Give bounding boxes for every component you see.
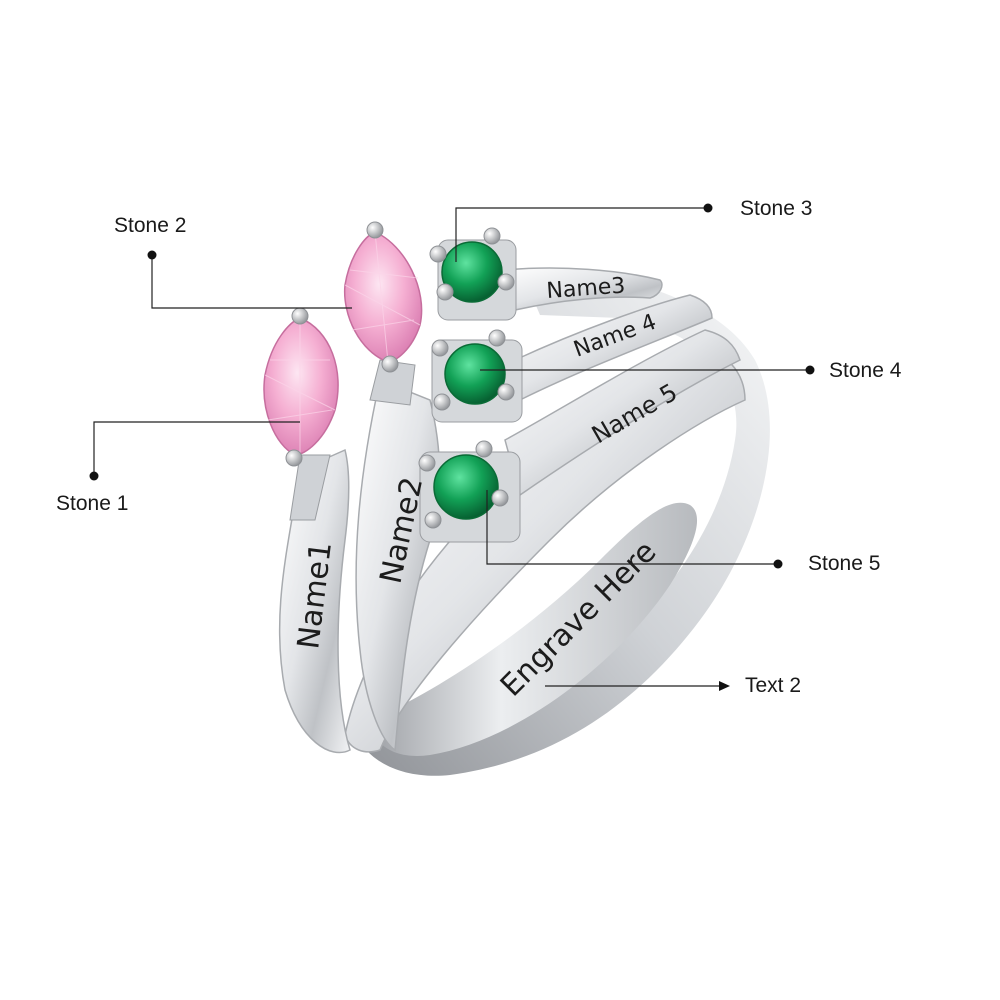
label-stone3: Stone 3 — [740, 197, 812, 220]
callout-lines — [93, 207, 810, 687]
callout-dots — [89, 203, 815, 569]
band-name3 — [504, 267, 663, 311]
callout-dot-stone5 — [773, 559, 783, 569]
callout-line-stone2 — [151, 255, 352, 309]
stone-1-setting — [263, 307, 339, 467]
stone-2-setting — [343, 221, 423, 373]
callout-line-stone5 — [486, 490, 778, 565]
stone-2-gem — [343, 231, 423, 363]
callout-line-stone3 — [455, 207, 708, 262]
callout-line-stone1 — [93, 421, 300, 476]
callout-arrowhead-text2 — [719, 681, 730, 691]
label-stone2: Stone 2 — [114, 214, 186, 237]
callout-dot-stone4 — [805, 365, 815, 375]
setting-stem-1 — [289, 454, 331, 521]
callout-dot-stone3 — [703, 203, 713, 213]
band-name4 — [514, 294, 713, 402]
label-stone4: Stone 4 — [829, 359, 902, 382]
band-name1 — [278, 448, 351, 754]
stone-1-gem — [263, 317, 339, 456]
band-name5 — [504, 329, 741, 497]
label-stone5: Stone 5 — [808, 552, 880, 575]
callout-dot-stone2 — [147, 250, 157, 260]
stone-3-setting — [429, 227, 517, 321]
stone-3-gem — [441, 241, 503, 303]
stone-5-gem — [433, 454, 499, 520]
label-stone1: Stone 1 — [56, 492, 128, 515]
band-back — [350, 268, 770, 776]
stone-4-gem — [444, 343, 506, 405]
band-inner — [370, 502, 698, 756]
callout-dot-stone1 — [89, 471, 99, 481]
label-text2: Text 2 — [745, 674, 801, 697]
stone-4-setting — [431, 329, 523, 423]
engraving-name3: Name3 — [546, 274, 626, 304]
stone-5-setting — [418, 440, 521, 543]
setting-stem-2 — [369, 359, 416, 406]
